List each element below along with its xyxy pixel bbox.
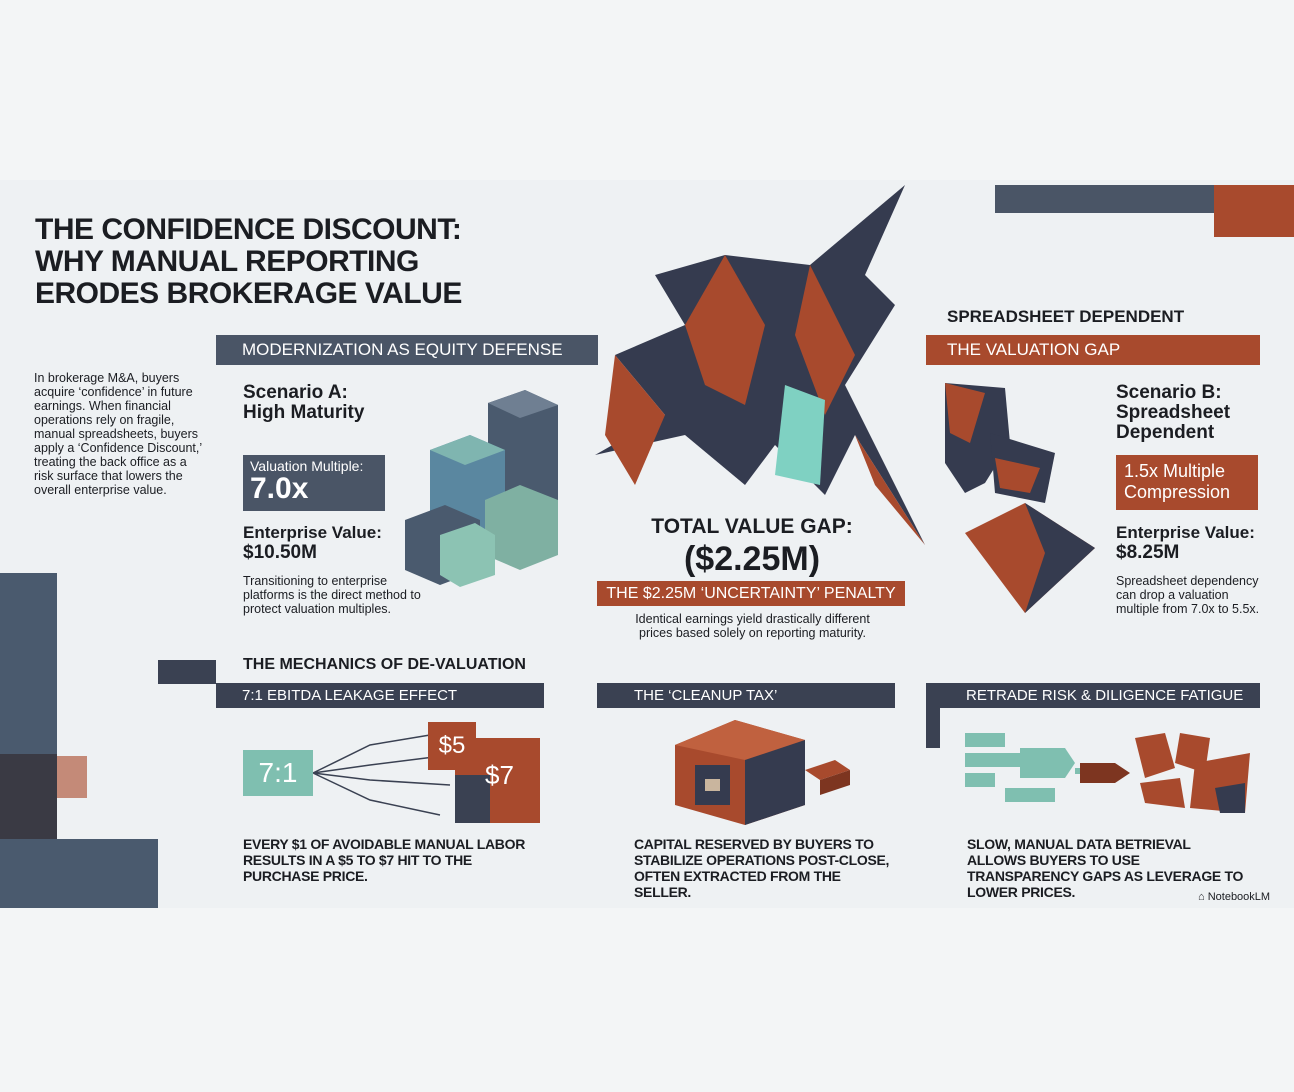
intro-text: In brokerage M&A, buyers acquire ‘confid…	[34, 371, 202, 497]
mechanics-heading: THE MECHANICS OF DE-VALUATION	[243, 656, 526, 673]
total-value-gap: TOTAL VALUE GAP: ($2.25M)	[651, 515, 853, 578]
data-to-broken-pieces-icon	[965, 733, 1250, 813]
brand-watermark: ⌂ NotebookLM	[1198, 891, 1271, 903]
scenario-b-ev: Enterprise Value:$8.25M	[1116, 523, 1255, 563]
decor-block	[158, 660, 216, 684]
five-dollar-badge: $5	[428, 722, 476, 770]
locked-safe-icon	[675, 720, 850, 825]
decor-block	[57, 756, 87, 798]
scenario-a-heading: Scenario A:High Maturity	[243, 382, 365, 423]
seven-dollar-badge: $7	[485, 760, 514, 790]
falling-arrow-icon	[945, 383, 1095, 613]
decor-block	[926, 683, 940, 748]
notebooklm-logo-icon: ⌂	[1198, 891, 1208, 903]
stacked-cubes-icon	[405, 390, 558, 587]
scenario-a-ev: Enterprise Value:$10.50M	[243, 523, 382, 563]
decor-block	[1214, 185, 1294, 237]
scenario-a-note: Transitioning to enterprise platforms is…	[243, 574, 421, 616]
ratio-badge: 7:1	[243, 750, 313, 796]
card-text-leakage: EVERY $1 OF AVOIDABLE MANUAL LABOR RESUL…	[243, 836, 526, 884]
decor-block	[0, 754, 57, 839]
scenario-a-banner: MODERNIZATION AS EQUITY DEFENSE	[216, 335, 598, 365]
card-text-retrade: SLOW, MANUAL DATA BETRIEVAL ALLOWS BUYER…	[967, 836, 1244, 900]
card-text-cleanup: CAPITAL RESERVED BY BUYERS TO STABILIZE …	[634, 836, 890, 900]
valuation-multiple-box: Valuation Multiple: 7.0x	[243, 455, 385, 511]
scenario-b-note: Spreadsheet dependency can drop a valuat…	[1116, 574, 1260, 616]
page-title: THE CONFIDENCE DISCOUNT:WHY MANUAL REPOR…	[35, 213, 462, 310]
cracked-value-illustration	[595, 185, 925, 545]
card-banner-retrade: RETRADE RISK & DILIGENCE FATIGUE	[926, 683, 1260, 708]
cost-block-shadow	[455, 775, 490, 823]
card-banner-cleanup: THE ‘CLEANUP TAX’	[597, 683, 895, 708]
uncertainty-penalty-banner: THE $2.25M ‘UNCERTAINTY’ PENALTY	[597, 581, 905, 606]
leakage-lines-icon	[312, 734, 451, 816]
decor-block	[0, 839, 158, 908]
card-banner-leakage: 7:1 EBITDA LEAKAGE EFFECT	[216, 683, 544, 708]
center-note: Identical earnings yield drastically dif…	[635, 612, 870, 640]
spreadsheet-dependent-label: SPREADSHEET DEPENDENT	[947, 307, 1185, 326]
valuation-gap-banner: THE VALUATION GAP	[926, 335, 1260, 365]
